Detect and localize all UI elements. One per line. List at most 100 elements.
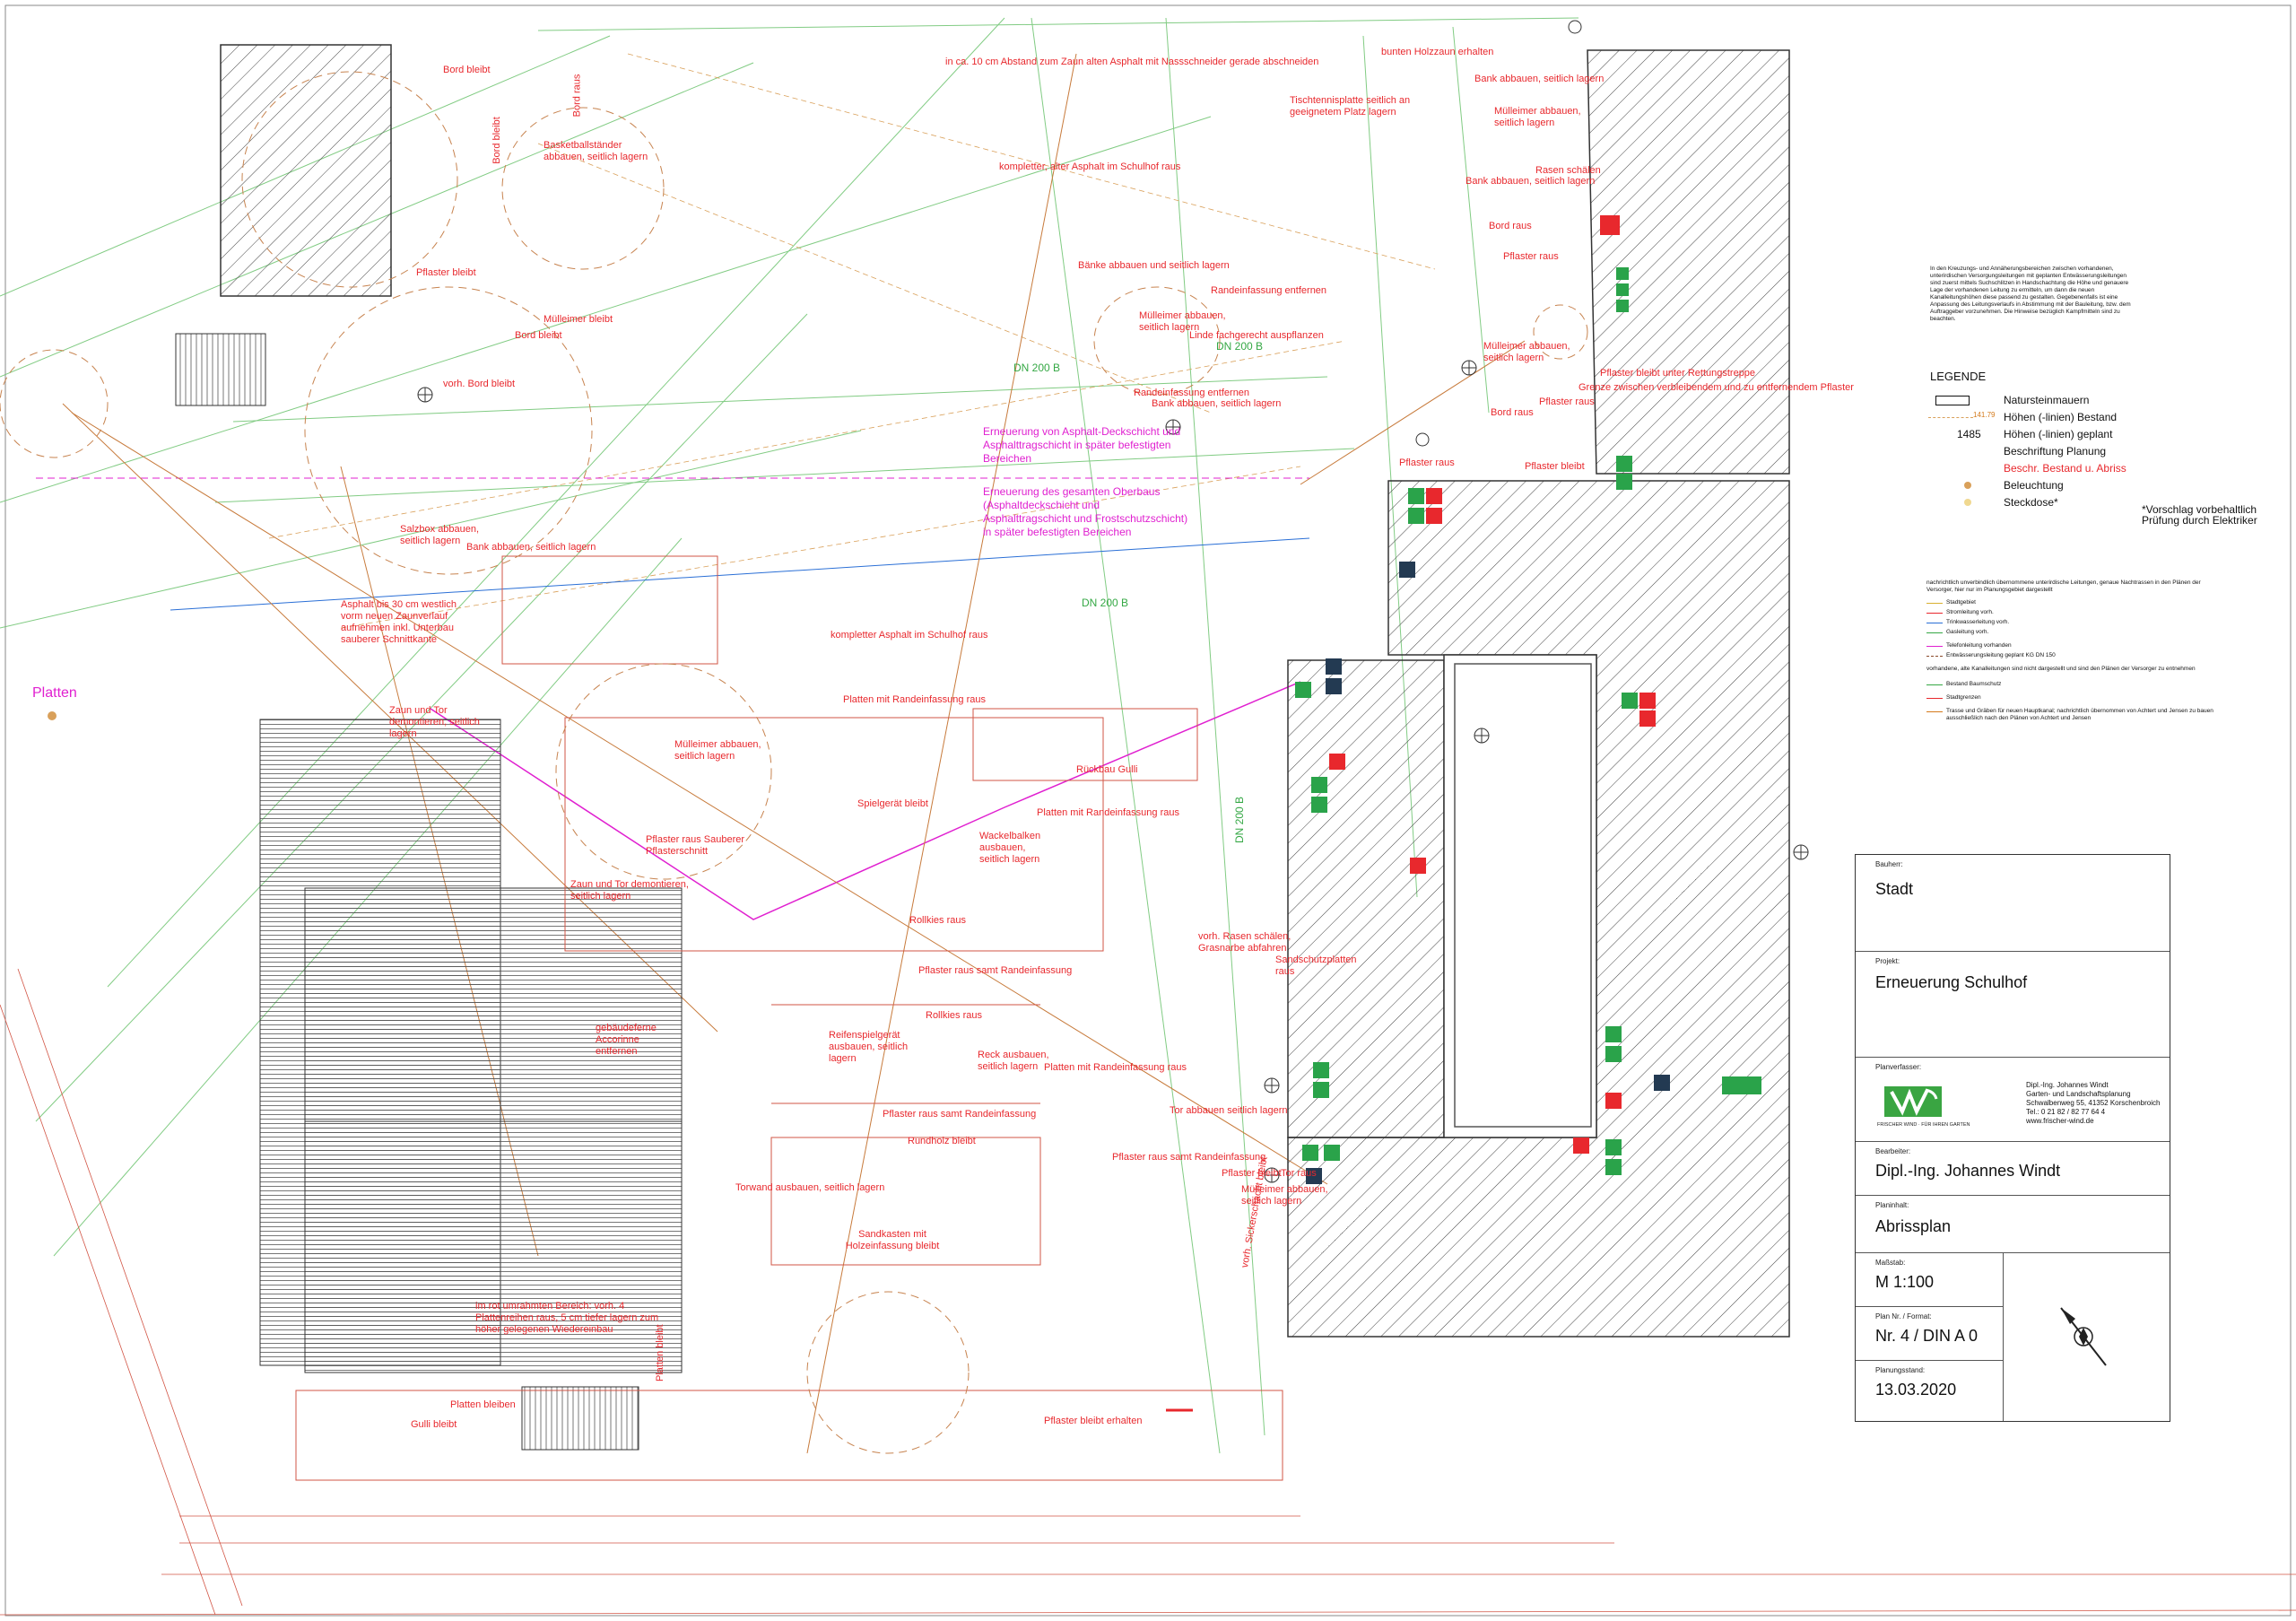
annotation: Platten mit Randeinfassung raus <box>843 694 986 705</box>
plan-content: Abrissplan <box>1875 1217 1952 1235</box>
annotation: Torwand ausbauen, seitlich lagern <box>735 1182 885 1193</box>
annotation: Pflaster bleibt <box>1222 1168 1282 1179</box>
services-intro: nachrichtlich unverbindlich übernommene … <box>1926 580 2201 593</box>
tree-canopies <box>0 71 1588 1454</box>
annotation: Salzbox abbauen, seitlich lagern <box>400 524 480 546</box>
service-item: Stadtgebiet <box>1926 599 2249 609</box>
north-arrow-icon <box>2060 1307 2107 1366</box>
annotation: Platten mit Randeinfassung raus <box>1037 807 1179 818</box>
annotation: Reifenspielgerät ausbauen, seitlich lage… <box>829 1030 909 1064</box>
annotation: Tor raus <box>1281 1168 1317 1179</box>
natural-stone-wall-symbol <box>1935 396 1970 405</box>
annotation: Rollkies raus <box>909 915 966 926</box>
legend-label: Steckdose* <box>2004 496 2058 509</box>
annotation: Sandschutzplatten raus <box>1275 954 1357 977</box>
tb-caption: Planverfasser: <box>1875 1063 1922 1071</box>
annotation: Mülleimer abbauen, seitlich lagern <box>1494 106 1581 128</box>
tb-planverfasser: Planverfasser: FRISCHER WIND · FÜR IHREN… <box>1856 1058 2170 1142</box>
tb-bearbeiter: Bearbeiter: Dipl.-Ing. Johannes Windt <box>1856 1142 2170 1196</box>
annotation: Mülleimer abbauen, seitlich lagern <box>1483 341 1570 363</box>
socket-icon <box>1964 499 1971 506</box>
annotation: Tischtennisplatte seitlich an geeignetem… <box>1290 95 1411 118</box>
legend-item: Beleuchtung <box>1928 477 2269 494</box>
annotation: Pflaster bleibt <box>1525 461 1585 472</box>
annotation: Spielgerät bleibt <box>857 798 928 809</box>
legend-item: 141.79 Höhen (-linien) Bestand <box>1928 409 2269 426</box>
client-name: Stadt <box>1875 880 1914 898</box>
legend-label: Natursteinmauern <box>2004 394 2090 406</box>
annotation: Sandkasten mit Holzeinfassung bleibt <box>845 1229 940 1251</box>
editor-name: Dipl.-Ing. Johannes Windt <box>1875 1162 2061 1180</box>
annotation: Platten mit Randeinfassung raus <box>1044 1062 1187 1073</box>
scale: M 1:100 <box>1875 1273 1935 1291</box>
annotation: gebäudeferne Accorinne entfernen <box>596 1023 657 1057</box>
service-item: Gasleitung vorh. <box>1926 629 2249 639</box>
existing-contours <box>268 53 1436 629</box>
annotation: vorh. Rasen schälen, Grasnarbe abfahren <box>1198 931 1292 954</box>
annotation: Grenze zwischen verbleibendem und zu ent… <box>1578 382 1854 393</box>
boundary-lines <box>0 968 2296 1616</box>
tb-projekt: Projekt: Erneuerung Schulhof <box>1856 952 2170 1058</box>
legend-item: Natursteinmauern <box>1928 392 2269 409</box>
annotation: Bord bleibt <box>515 330 562 341</box>
annotation: Pflaster raus samt Randeinfassung <box>918 965 1073 976</box>
project-name: Erneuerung Schulhof <box>1875 973 2028 991</box>
service-label: Gasleitung vorh. <box>1946 629 1989 635</box>
annotation: Randeinfassung entfernen <box>1134 388 1250 398</box>
annotation: Rückbau Gulli <box>1076 764 1138 775</box>
annotation: Platten bleiben <box>450 1399 516 1410</box>
annotation: kompletter, alter Asphalt im Schulhof ra… <box>999 161 1181 172</box>
legend-label: Höhen (-linien) geplant <box>2004 428 2113 440</box>
annotation: Mülleimer abbauen, seitlich lagern <box>674 739 761 762</box>
service-label: Stromleitung vorh. <box>1946 609 1994 615</box>
legend-symbol-text: 1485 <box>1957 428 1981 440</box>
annotation: bunten Holzzaun erhalten <box>1381 47 1494 57</box>
annotation: Mülleimer abbauen, seitlich lagern <box>1139 310 1226 333</box>
legend-item: Beschriftung Planung <box>1928 443 2269 460</box>
annotation: Zaun und Tor demontieren, seitlich lager… <box>570 879 689 902</box>
office-address: Dipl.-Ing. Johannes Windt Garten- und La… <box>2026 1081 2161 1125</box>
annotation: Tor abbauen seitlich lagern <box>1170 1105 1288 1116</box>
utility-signs <box>1306 562 1670 1184</box>
legend-item: Beschr. Bestand u. Abriss <box>1928 460 2269 477</box>
annotation: Erneuerung des gesamten Oberbaus (Asphal… <box>983 485 1188 538</box>
annotation: in ca. 10 cm Abstand zum Zaun alten Asph… <box>945 57 1319 67</box>
legend-label: Höhen (-linien) Bestand <box>2004 411 2118 423</box>
legend-label: Beleuchtung <box>2004 479 2064 492</box>
plan-notes: In den Kreuzungs- und Annäherungsbereich… <box>1930 266 2131 322</box>
annotation: Pflaster bleibt unter Rettungstreppe <box>1600 368 1756 379</box>
annotation: Bord bleibt <box>443 65 491 75</box>
annotation: DN 200 B <box>1216 340 1264 353</box>
tb-caption: Bauherr: <box>1875 860 1903 868</box>
legend: LEGENDE Natursteinmauern 141.79 Höhen (-… <box>1928 370 2269 526</box>
title-block: Bauherr: Stadt Projekt: Erneuerung Schul… <box>1855 854 2170 1422</box>
annotation: Randeinfassung entfernen <box>1211 285 1327 296</box>
tb-caption: Maßstab: <box>1875 1259 1906 1267</box>
tb-caption: Plan Nr. / Format: <box>1875 1312 1932 1320</box>
service-label: Stadtgrenzen <box>1946 694 1981 701</box>
legend-label: Beschriftung Planung <box>2004 445 2107 458</box>
annotation: Bank abbauen, seitlich lagern <box>466 542 596 553</box>
service-label: Trinkwasserleitung vorh. <box>1946 619 2010 625</box>
annotation: Pflaster raus <box>1399 458 1455 468</box>
legend-label: Beschr. Bestand u. Abriss <box>2004 462 2126 475</box>
legend-item: 1485 Höhen (-linien) geplant <box>1928 426 2269 443</box>
annotation: Asphalt bis 30 cm westlich vorm neuen Za… <box>341 599 457 645</box>
annotation: Mülleimer abbauen, seitlich lagern <box>1241 1184 1328 1207</box>
plan-date: 13.03.2020 <box>1875 1381 1957 1399</box>
annotation: Bord raus <box>1489 221 1532 231</box>
service-label: Telefonleitung vorhanden <box>1946 642 2012 649</box>
annotation: Bord raus <box>1491 407 1534 418</box>
service-item: Stromleitung vorh. <box>1926 609 2249 619</box>
service-label: vorhandene, alte Kanalleitungen sind nic… <box>1926 666 2196 672</box>
annotation: Platten bleibt <box>655 1324 665 1381</box>
annotation: Rasen schälen <box>1535 165 1601 176</box>
striped-pavement <box>259 719 683 1451</box>
annotation: Zaun und Tor demontieren, seitlich lager… <box>389 705 480 739</box>
service-label: Entwässerungsleitung geplant KG DN 150 <box>1946 652 2056 658</box>
tb-stand: Planungsstand: 13.03.2020 <box>1856 1361 2004 1421</box>
logo-caption: FRISCHER WIND · FÜR IHREN GARTEN <box>1877 1121 1970 1128</box>
service-item: Entwässerungsleitung geplant KG DN 150 <box>1926 652 2249 662</box>
annotation: Pflaster raus Sauberer Pflasterschnitt <box>646 834 745 857</box>
